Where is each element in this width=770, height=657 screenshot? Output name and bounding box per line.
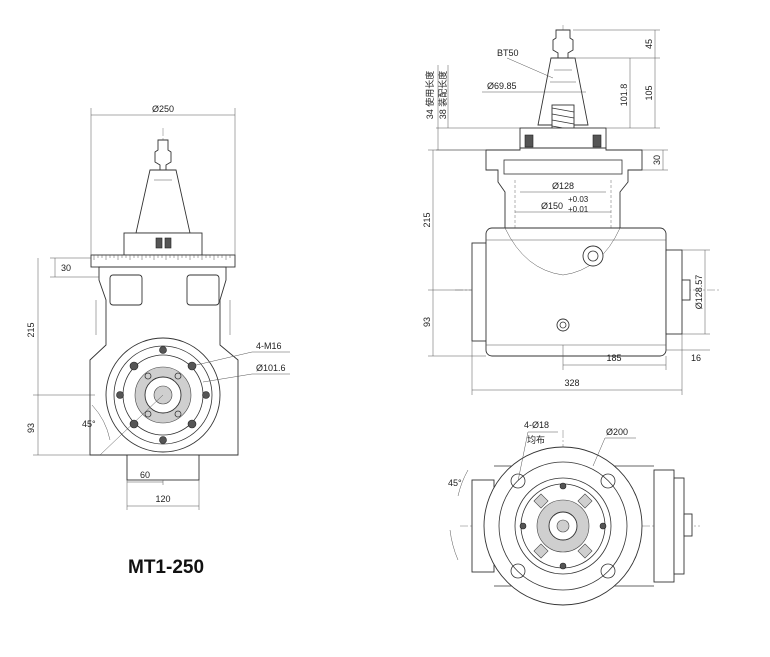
front-dim-93: 93 bbox=[26, 423, 36, 433]
front-angle-45: 45° bbox=[82, 419, 96, 429]
label-bt50: BT50 bbox=[497, 48, 519, 58]
dim-45: 45 bbox=[644, 39, 654, 49]
bottom-bolt-holes bbox=[519, 482, 607, 570]
tolerance-lower: +0.01 bbox=[568, 205, 589, 214]
bottom-mount-holes bbox=[510, 473, 616, 579]
dim-diameter-250: Ø250 bbox=[152, 104, 174, 114]
label-34-use-length: 34 使用长度 bbox=[424, 71, 435, 120]
scale-ticks bbox=[93, 255, 231, 260]
dim-diameter-150: Ø150 bbox=[541, 201, 563, 211]
dim-diameter-128: Ø128 bbox=[552, 181, 574, 191]
dim-120: 120 bbox=[155, 494, 170, 504]
label-38-assembly-length: 38 装配长度 bbox=[437, 71, 448, 120]
dim-diameter-69-85: Ø69.85 bbox=[487, 81, 517, 91]
dim-diameter-200: Ø200 bbox=[606, 427, 628, 437]
tolerance-upper: +0.03 bbox=[568, 195, 589, 204]
side-dim-215: 215 bbox=[422, 212, 432, 227]
side-view: BT50 45 101.8 105 Ø69.85 34 使用长度 38 装配长度… bbox=[422, 25, 720, 395]
dim-diameter-101-6: Ø101.6 bbox=[256, 363, 286, 373]
front-bolt-holes bbox=[116, 346, 210, 444]
bottom-view: 4-Ø18 均布 Ø200 45° bbox=[448, 420, 700, 606]
label-evenly: 均布 bbox=[527, 434, 545, 445]
dim-328: 328 bbox=[564, 378, 579, 388]
side-dim-93: 93 bbox=[422, 317, 432, 327]
front-dim-30: 30 bbox=[61, 263, 71, 273]
side-dim-30: 30 bbox=[652, 155, 662, 165]
dim-105: 105 bbox=[644, 85, 654, 100]
dim-101-8: 101.8 bbox=[619, 84, 629, 107]
dim-60: 60 bbox=[140, 470, 150, 480]
dim-185: 185 bbox=[606, 353, 621, 363]
dim-diameter-128-57: Ø128.57 bbox=[694, 275, 704, 310]
dim-4-m16: 4-M16 bbox=[256, 341, 282, 351]
dim-4-diameter-18: 4-Ø18 bbox=[524, 420, 549, 430]
front-view: Ø250 30 215 93 4-M16 Ø101.6 45° 60 120 M… bbox=[26, 104, 290, 578]
front-dim-215: 215 bbox=[26, 322, 36, 337]
drawing-title: MT1-250 bbox=[128, 557, 204, 578]
dim-16: 16 bbox=[691, 353, 701, 363]
bottom-angle-45: 45° bbox=[448, 478, 462, 488]
